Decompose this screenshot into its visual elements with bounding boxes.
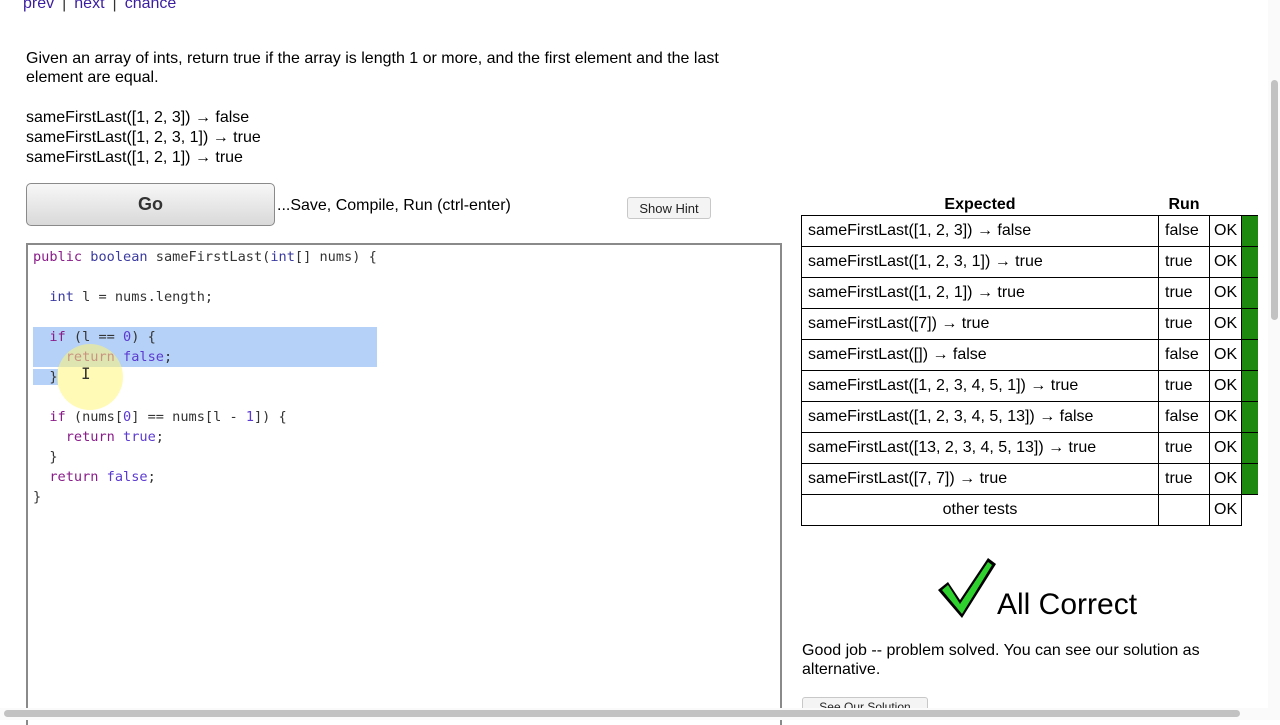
next-link[interactable]: next (74, 0, 105, 12)
nav-separator: | (112, 0, 117, 12)
expected-cell: sameFirstLast([1, 2, 3]) → false (801, 215, 1159, 247)
run-cell (1158, 494, 1210, 526)
expected-cell: sameFirstLast([13, 2, 3, 4, 5, 13]) → tr… (801, 432, 1159, 464)
status-cell: OK (1208, 370, 1243, 402)
example-line: sameFirstLast([1, 2, 1]) → true (26, 149, 243, 166)
example-line: sameFirstLast([1, 2, 3, 1]) → true (26, 129, 261, 146)
success-message: Good job -- problem solved. You can see … (802, 642, 1200, 678)
status-cell: OK (1208, 246, 1243, 278)
run-cell: true (1158, 277, 1210, 309)
code-line (33, 267, 377, 287)
problem-examples: sameFirstLast([1, 2, 3]) → false sameFir… (26, 108, 261, 168)
results-table: Expected Run sameFirstLast([1, 2, 3]) → … (801, 195, 1259, 526)
expected-cell: sameFirstLast([1, 2, 3, 1]) → true (801, 246, 1159, 278)
code-line (33, 387, 377, 407)
status-cell: OK (1208, 215, 1243, 247)
all-correct-title: All Correct (997, 588, 1138, 621)
prev-link[interactable]: prev (23, 0, 55, 12)
scrollbar-thumb[interactable] (1271, 80, 1278, 320)
horizontal-scrollbar[interactable] (0, 708, 1280, 720)
code-editor[interactable]: public boolean sameFirstLast(int[] nums)… (26, 243, 782, 725)
problem-nav: prev | next | chance (23, 0, 176, 13)
code-line: return true; (65, 429, 164, 445)
run-cell: false (1158, 215, 1210, 247)
checkmark-icon (938, 558, 996, 618)
pass-indicator (1241, 215, 1259, 247)
table-row-other: other tests OK (801, 494, 1259, 526)
run-cell: false (1158, 339, 1210, 371)
scrollbar-thumb[interactable] (4, 710, 1240, 717)
table-row: sameFirstLast([1, 2, 3, 4, 5, 13]) → fal… (801, 401, 1259, 433)
status-cell: OK (1208, 308, 1243, 340)
chance-link[interactable]: chance (124, 0, 177, 12)
text-cursor-icon: I (81, 364, 91, 383)
expected-cell: sameFirstLast([1, 2, 1]) → true (801, 277, 1159, 309)
run-cell: false (1158, 401, 1210, 433)
code-line: int l = nums.length; (49, 289, 214, 305)
run-cell: true (1158, 370, 1210, 402)
pass-indicator (1241, 246, 1259, 278)
code-line-selected: if (l == 0) { (33, 327, 377, 347)
status-cell: OK (1208, 339, 1243, 371)
code-line: } (33, 449, 58, 465)
expected-cell: sameFirstLast([]) → false (801, 339, 1159, 371)
status-cell: OK (1208, 277, 1243, 309)
pass-indicator (1241, 370, 1259, 402)
expected-cell: other tests (801, 494, 1159, 526)
go-button[interactable]: Go (26, 183, 275, 226)
run-header: Run (1168, 196, 1200, 213)
pass-indicator-empty (1241, 494, 1259, 526)
show-hint-button[interactable]: Show Hint (627, 197, 711, 219)
pass-indicator (1241, 308, 1259, 340)
status-cell: OK (1208, 401, 1243, 433)
status-cell: OK (1208, 494, 1243, 526)
go-description: ...Save, Compile, Run (ctrl-enter) (277, 197, 511, 214)
vertical-scrollbar[interactable] (1268, 0, 1280, 708)
example-line: sameFirstLast([1, 2, 3]) → false (26, 109, 250, 126)
pass-indicator (1241, 463, 1259, 495)
pass-indicator (1241, 339, 1259, 371)
expected-cell: sameFirstLast([1, 2, 3, 4, 5, 1]) → true (801, 370, 1159, 402)
code-line: return false; (49, 469, 156, 485)
problem-description: Given an array of ints, return true if t… (26, 50, 719, 86)
run-cell: true (1158, 432, 1210, 464)
code-line (33, 307, 377, 327)
pass-indicator (1241, 432, 1259, 464)
status-cell: OK (1208, 432, 1243, 464)
table-row: sameFirstLast([13, 2, 3, 4, 5, 13]) → tr… (801, 432, 1259, 464)
code-text[interactable]: public boolean sameFirstLast(int[] nums)… (33, 247, 377, 507)
status-cell: OK (1208, 463, 1243, 495)
pass-indicator (1241, 277, 1259, 309)
pass-indicator (1241, 401, 1259, 433)
expected-cell: sameFirstLast([7]) → true (801, 308, 1159, 340)
code-line: public boolean sameFirstLast(int[] nums)… (33, 249, 377, 265)
code-line-selected: } (33, 369, 58, 385)
nav-separator: | (62, 0, 67, 12)
code-line: if (nums[0] == nums[l - 1]) { (49, 409, 287, 425)
expected-cell: sameFirstLast([1, 2, 3, 4, 5, 13]) → fal… (801, 401, 1159, 433)
status-header (1210, 195, 1242, 216)
pass-header (1242, 195, 1259, 216)
run-cell: true (1158, 246, 1210, 278)
expected-header: Expected (944, 196, 1016, 213)
run-cell: true (1158, 463, 1210, 495)
code-line: } (33, 489, 42, 505)
run-cell: true (1158, 308, 1210, 340)
table-row: sameFirstLast([1, 2, 3, 4, 5, 1]) → true… (801, 370, 1259, 402)
expected-cell: sameFirstLast([7, 7]) → true (801, 463, 1159, 495)
results-header-row: Expected Run (802, 195, 1259, 216)
